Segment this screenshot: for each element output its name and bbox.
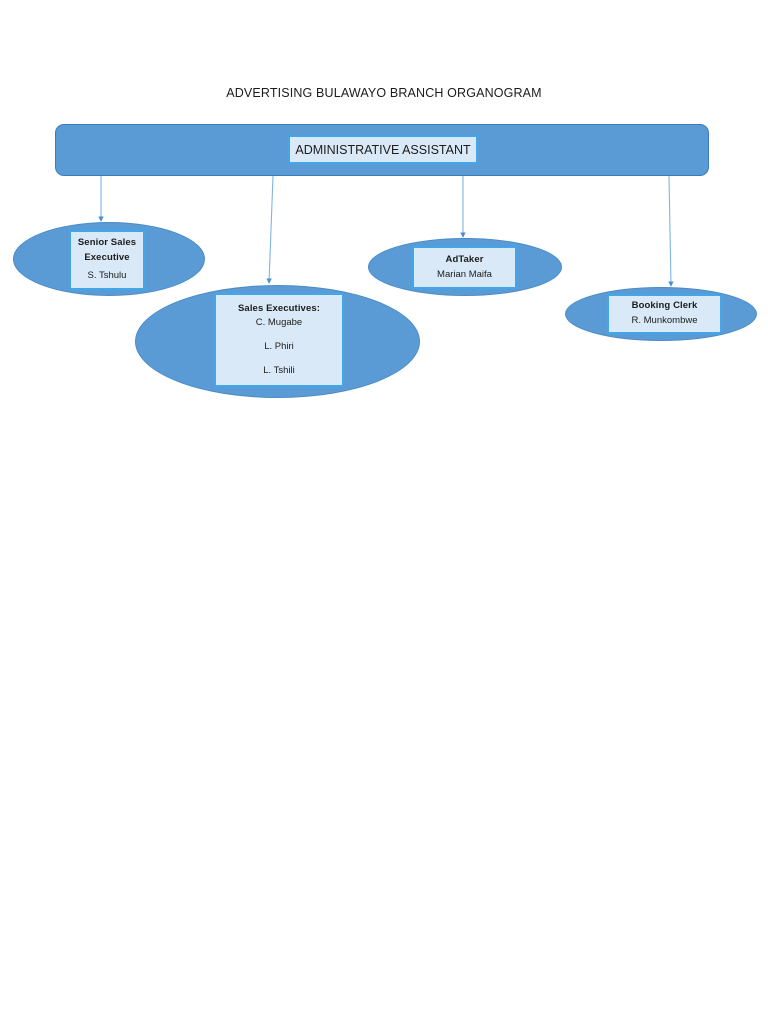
node-sales-executives-label[interactable]: Sales Executives: C. Mugabe L. Phiri L. … (214, 293, 344, 387)
person-name: R. Munkombwe (631, 315, 698, 326)
administrative-assistant-label[interactable]: ADMINISTRATIVE ASSISTANT (288, 135, 478, 164)
node-senior-sales-executive-label[interactable]: Senior Sales Executive S. Tshulu (69, 230, 145, 290)
page-title: ADVERTISING BULAWAYO BRANCH ORGANOGRAM (226, 86, 542, 100)
role-text: Booking Clerk (631, 300, 698, 312)
node-adtaker-label[interactable]: AdTaker Marian Maifa (412, 246, 517, 289)
role-text: AdTaker (445, 253, 484, 265)
person-name: Marian Maifa (437, 268, 492, 280)
role-text: Sales Executives: (238, 302, 320, 314)
node-booking-clerk-label[interactable]: Booking Clerk R. Munkombwe (607, 294, 722, 334)
role-text: Senior Sales (77, 237, 137, 248)
role-text-line2: Executive (84, 251, 130, 263)
person-name: L. Phiri (264, 341, 294, 352)
connector-to-booking-clerk (668, 175, 674, 287)
person-name: L. Tshili (263, 364, 295, 376)
person-name: S. Tshulu (87, 270, 127, 282)
person-name: C. Mugabe (255, 317, 303, 329)
connector-to-sales-executives (266, 175, 274, 284)
